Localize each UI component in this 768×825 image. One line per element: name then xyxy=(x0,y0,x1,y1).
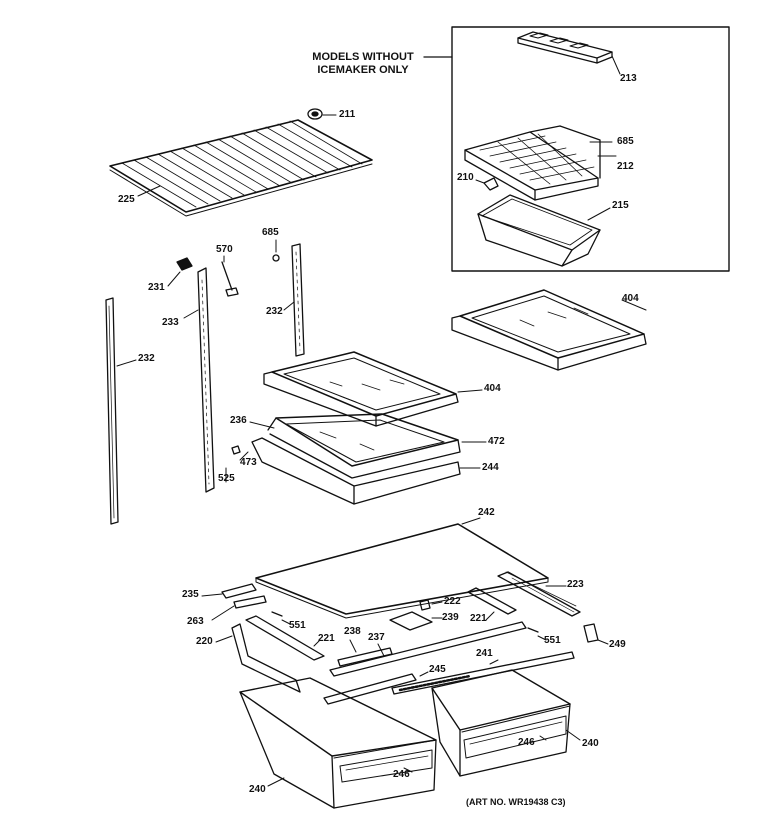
callout-242: 242 xyxy=(478,507,495,518)
callout-240-right: 240 xyxy=(582,738,599,749)
callout-236: 236 xyxy=(230,415,247,426)
screw-685 xyxy=(272,239,280,262)
art-number: (ART NO. WR19438 C3) xyxy=(466,797,566,807)
callout-211: 211 xyxy=(339,109,356,120)
callout-221-left: 221 xyxy=(318,633,335,644)
rail-232-left xyxy=(105,297,137,525)
callout-246-left: 246 xyxy=(393,769,410,780)
callout-241: 241 xyxy=(476,648,493,659)
inset-frame xyxy=(451,26,730,272)
callout-472: 472 xyxy=(488,436,505,447)
callout-244: 244 xyxy=(482,462,499,473)
callout-232-middle: 232 xyxy=(266,306,283,317)
callout-239: 239 xyxy=(442,612,459,623)
callout-215: 215 xyxy=(612,200,629,211)
callout-212: 212 xyxy=(617,161,634,172)
callout-240-left: 240 xyxy=(249,784,266,795)
callout-213: 213 xyxy=(620,73,637,84)
ice-bin-215 xyxy=(477,194,611,267)
callout-210: 210 xyxy=(457,172,474,183)
knob-211 xyxy=(307,108,337,120)
rail-221-right xyxy=(467,587,517,621)
callout-404-right: 404 xyxy=(622,293,639,304)
screw-570 xyxy=(221,255,239,297)
drawer-240-right xyxy=(431,669,581,777)
strip-237 xyxy=(329,621,527,677)
inset-heading-line2: ICEMAKER ONLY xyxy=(317,64,409,76)
callout-551-left: 551 xyxy=(289,620,306,631)
frame-223 xyxy=(497,571,581,617)
callout-245: 245 xyxy=(429,664,446,675)
callout-233: 233 xyxy=(162,317,179,328)
rail-233 xyxy=(183,267,215,493)
callout-222: 222 xyxy=(444,596,461,607)
screw-551-right xyxy=(527,627,547,641)
ice-tray-rack-212 xyxy=(464,125,617,201)
strip-245 xyxy=(323,671,429,705)
callout-220: 220 xyxy=(196,636,213,647)
callout-404-middle: 404 xyxy=(484,383,501,394)
bracket-239 xyxy=(389,611,443,631)
drawer-support-244 xyxy=(251,437,481,505)
rail-221-left xyxy=(245,615,325,661)
glass-shelf-404-middle xyxy=(263,351,483,427)
callout-238: 238 xyxy=(344,626,361,637)
support-220 xyxy=(215,623,301,693)
callout-570: 570 xyxy=(216,244,233,255)
drawer-240-left xyxy=(239,677,437,809)
screw-551-left xyxy=(271,611,291,625)
callout-551-right: 551 xyxy=(544,635,561,646)
inset-heading: MODELS WITHOUT ICEMAKER ONLY xyxy=(300,51,426,77)
inset-heading-line1: MODELS WITHOUT xyxy=(312,51,414,63)
callout-223: 223 xyxy=(567,579,584,590)
callout-232-left: 232 xyxy=(138,353,155,364)
callout-685: 685 xyxy=(262,227,279,238)
bracket-263 xyxy=(211,595,267,621)
crisper-cover-472 xyxy=(249,413,487,479)
callout-246-right: 246 xyxy=(518,737,535,748)
callout-237: 237 xyxy=(368,632,385,643)
callout-225: 225 xyxy=(118,194,135,205)
callout-263: 263 xyxy=(187,616,204,627)
ice-tray-cover-213 xyxy=(517,31,621,75)
strip-238 xyxy=(337,639,393,667)
callout-249: 249 xyxy=(609,639,626,650)
clip-473 xyxy=(231,445,249,461)
callout-685-inset: 685 xyxy=(617,136,634,147)
callout-473: 473 xyxy=(240,457,257,468)
rail-232-middle xyxy=(283,243,305,357)
callout-525: 525 xyxy=(218,473,235,484)
clip-210 xyxy=(475,177,499,191)
crisper-glass-242 xyxy=(255,517,549,619)
wire-shelf-225 xyxy=(109,119,373,217)
clip-231 xyxy=(167,257,193,287)
bracket-222 xyxy=(419,599,443,611)
bracket-249 xyxy=(583,623,609,645)
glass-shelf-404-right xyxy=(451,289,647,371)
callout-235: 235 xyxy=(182,589,199,600)
strip-241 xyxy=(391,651,575,695)
callout-231: 231 xyxy=(148,282,165,293)
bracket-235 xyxy=(201,583,257,599)
callout-221-right: 221 xyxy=(470,613,487,624)
